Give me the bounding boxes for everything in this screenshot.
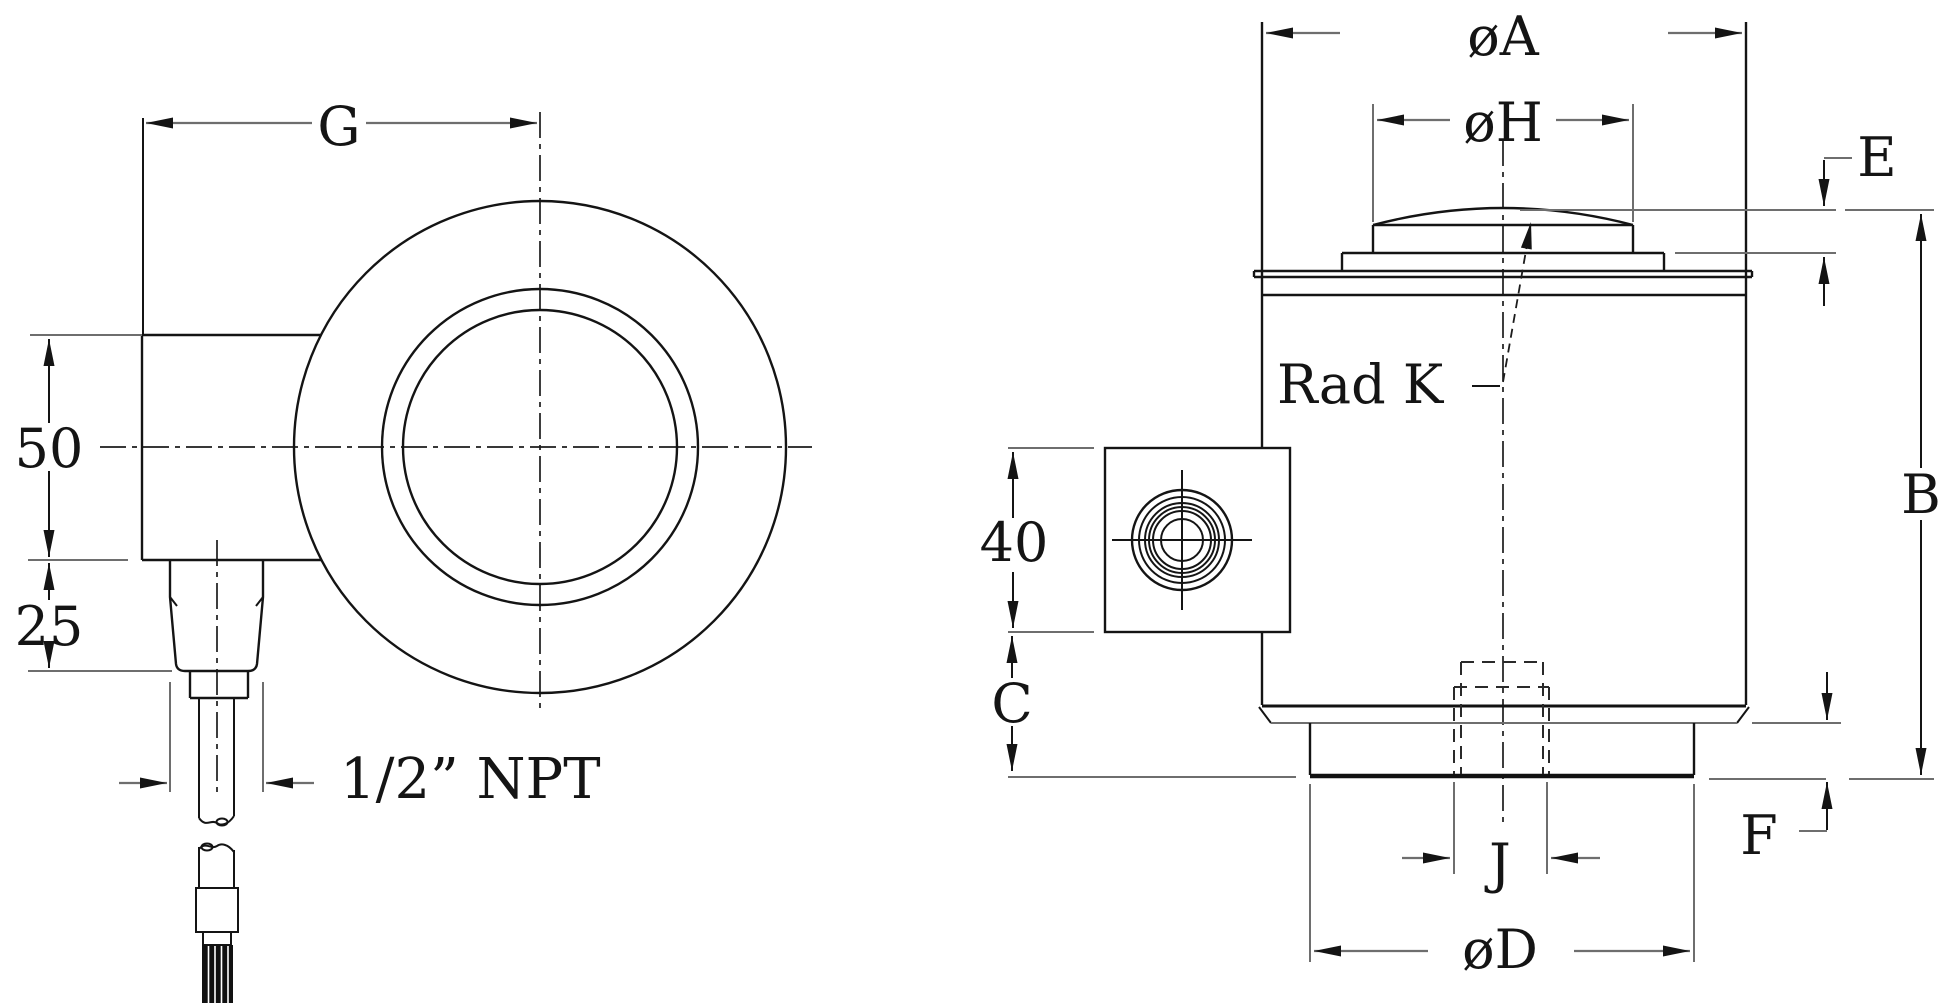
dim-label-diaD: øD [1462,918,1538,981]
dim-label-50: 50 [15,417,84,480]
dim-25: 25 [15,563,172,672]
dim-diaD: øD [1309,784,1695,981]
dim-label-npt: 1/2” NPT [340,747,601,812]
dim-J: J [1402,782,1600,895]
dim-label-C: C [991,672,1032,735]
top-plate [1252,269,1754,297]
cable [195,698,239,1003]
dim-B: B [1845,209,1941,775]
body-outer-circle [292,199,788,695]
body-middle-circle [380,287,700,607]
cable-gland [168,560,265,700]
dim-40: 40 [980,447,1094,633]
load-button [1340,206,1666,270]
dim-label-F: F [1740,804,1777,867]
cable-neck [202,931,232,946]
dim-G: G [142,95,537,335]
gland-crosshair [1112,470,1252,610]
dim-label-diaA: øA [1467,5,1540,68]
dim-diaA: øA [1266,5,1742,68]
dim-F: F [1740,672,1841,867]
callout-radK: Rad K [1277,221,1532,416]
dim-diaH: øH [1372,91,1634,222]
side-view: øA øH Rad K E [980,5,1941,981]
dim-label-G: G [317,95,360,158]
tapped-hole-hidden [1453,661,1550,774]
cable-entry-block [1103,446,1292,634]
dim-label-B: B [1901,463,1941,526]
cable-ferrule [195,887,239,933]
dim-label-diaH: øH [1463,91,1543,154]
dim-label-E: E [1857,126,1896,189]
dim-label-25: 25 [15,595,84,658]
wire-bundle [202,945,233,1003]
dim-label-J: J [1484,832,1511,895]
body-outline [1260,22,1748,705]
base-pedestal [1008,704,1934,780]
body-inner-circle [401,308,679,586]
dim-label-40: 40 [980,511,1049,574]
connector-housing [140,333,322,562]
dim-E: E [1520,126,1897,306]
label-radK: Rad K [1277,353,1445,416]
dim-50: 50 [15,334,142,561]
top-view: G 50 25 1/2” NPT [15,95,812,1003]
dim-npt: 1/2” NPT [119,682,601,812]
dim-C: C [991,636,1033,771]
